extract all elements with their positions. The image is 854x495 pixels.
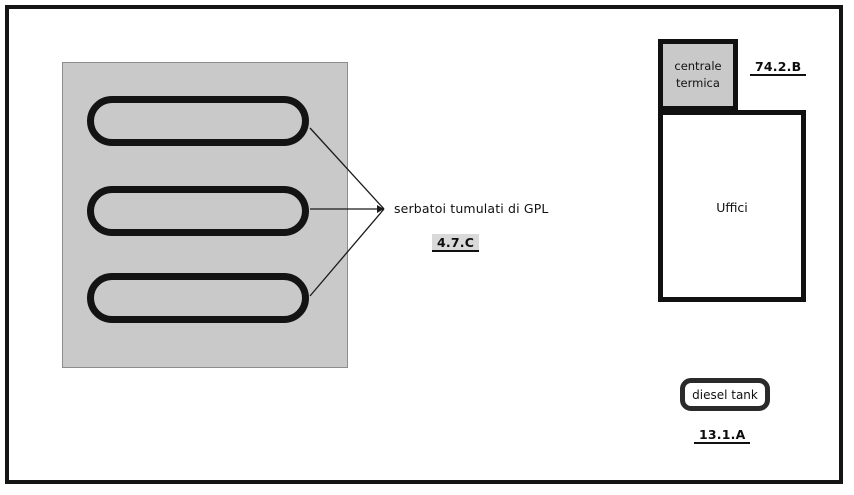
- lpg-tank-2: [87, 186, 309, 236]
- code-label-centrale-termica: 74.2.B: [750, 58, 807, 76]
- centrale-termica-label-line2: termica: [676, 76, 720, 90]
- code-label-diesel-tank: 13.1.A: [694, 426, 751, 444]
- building-uffici: Uffici: [658, 110, 806, 302]
- lpg-tank-1: [87, 96, 309, 146]
- uffici-label: Uffici: [716, 200, 748, 215]
- diesel-tank: diesel tank: [680, 378, 770, 411]
- lpg-callout-text: serbatoi tumulati di GPL: [394, 201, 549, 216]
- code-label-lpg: 4.7.C: [432, 234, 480, 252]
- diesel-tank-label: diesel tank: [692, 387, 758, 402]
- lpg-tank-3: [87, 273, 309, 323]
- centrale-termica-label-line1: centrale: [674, 59, 722, 74]
- building-centrale-termica: centrale termica: [658, 39, 738, 111]
- lpg-tank-yard: [62, 62, 348, 368]
